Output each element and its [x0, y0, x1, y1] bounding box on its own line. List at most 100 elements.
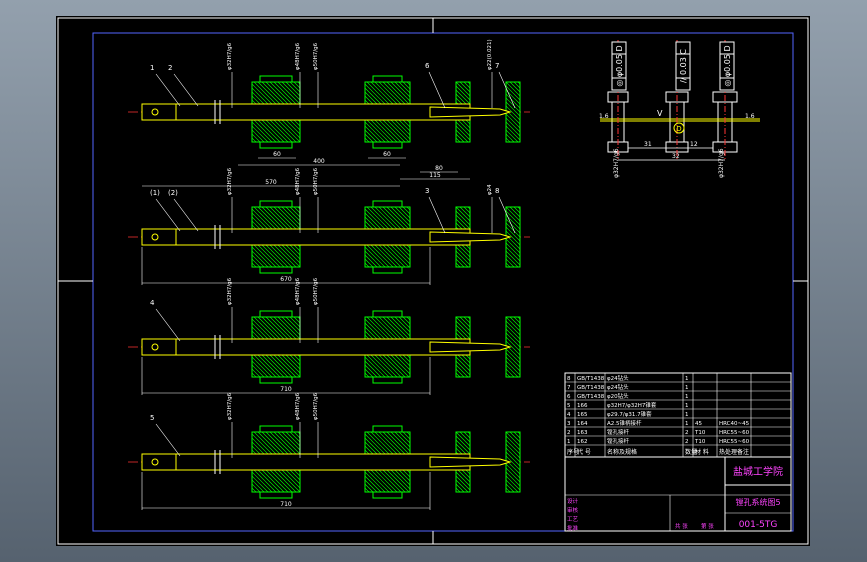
workpiece-plate-2-hatch [505, 328, 521, 344]
housing-lower-1-hatch [265, 244, 289, 268]
workpiece-plate-1-hatch [455, 372, 461, 378]
sign-label-1: 设计 [567, 497, 579, 505]
workpiece-plate-2-hatch [505, 210, 521, 226]
housing-lower-2-hatch [398, 119, 411, 132]
housing-lower-2-hatch [386, 119, 410, 143]
housing-lower-2-hatch [364, 483, 374, 493]
housing-upper-1 [251, 431, 301, 455]
housing-lower-2-hatch [370, 119, 394, 143]
housing-upper-2-hatch [378, 316, 402, 340]
housing-upper-2-hatch [390, 206, 411, 227]
shaft-end-segment [141, 338, 177, 356]
housing-upper-2-hatch [364, 449, 370, 455]
pin-hole [151, 108, 159, 116]
housing-upper-1-hatch [251, 445, 261, 455]
parts-cell: 5 [567, 403, 571, 409]
housing-upper-2-hatch [364, 99, 370, 105]
housing-upper-2-hatch [364, 326, 378, 340]
housing-lower-1-hatch [293, 354, 301, 362]
workpiece-plate-1-hatch [455, 254, 469, 268]
housing-lower-1-hatch [293, 119, 301, 127]
workpiece-plate-2-hatch [505, 475, 521, 491]
housing-upper-2-hatch [386, 316, 410, 340]
housing-lower-1-hatch [273, 119, 297, 143]
workpiece-plate-2-hatch [505, 439, 521, 455]
parts-header-5: 材 料 [695, 448, 709, 456]
workpiece-plate-1-hatch [455, 85, 471, 101]
housing-lower-1 [251, 354, 301, 378]
workpiece-plate-2-hatch [509, 81, 521, 93]
housing-lower-1-hatch [285, 469, 301, 485]
housing-upper-1-hatch [293, 431, 301, 439]
workpiece-plate-2-hatch [505, 336, 521, 352]
shaft-body [141, 103, 471, 121]
housing-upper-1-hatch [251, 322, 269, 340]
housing-lower-1-hatch [251, 121, 273, 143]
housing-upper-1-hatch [251, 224, 257, 230]
housing-lower-1-hatch [277, 469, 301, 493]
housing-lower-2-hatch [394, 244, 411, 261]
dimension-60: 60 [383, 151, 391, 158]
housing-lower-1-hatch [251, 250, 269, 268]
parts-cell: 1 [567, 439, 571, 445]
housing-lower-1-hatch [251, 360, 269, 378]
housing-lower-1-hatch [251, 487, 257, 493]
workpiece-plate-2-hatch [505, 222, 521, 238]
callout-leader [173, 73, 199, 107]
workpiece-plate-1-hatch [467, 81, 471, 85]
drawing-number: 001-5TG [739, 520, 778, 530]
housing-upper-2-hatch [370, 316, 394, 340]
workpiece-plate-1-hatch [455, 320, 471, 336]
workpiece-plate-2-hatch [505, 137, 511, 143]
housing-upper-2-outline [364, 316, 411, 340]
housing-upper-1-hatch [273, 316, 297, 340]
housing-upper-2-hatch [370, 81, 394, 105]
workpiece-plate-1-hatch [455, 360, 471, 376]
housing-upper-1-hatch [269, 81, 293, 105]
flange-upper [259, 425, 293, 433]
housing-lower-2-hatch [402, 244, 411, 253]
housing-lower-1-hatch [265, 354, 289, 378]
housing-upper-1-hatch [297, 206, 301, 210]
housing-upper-1-hatch [281, 316, 301, 336]
cutting-tool [429, 341, 512, 353]
housing-lower-1-hatch [251, 479, 265, 493]
housing-lower-1-hatch [251, 356, 273, 378]
detail-dim-2: 1.6 [745, 113, 755, 120]
housing-lower-1-hatch [251, 137, 257, 143]
workpiece-plate-2-hatch [505, 435, 521, 451]
housing-lower-2-hatch [364, 479, 378, 493]
housing-upper-2 [364, 316, 411, 340]
callout-7: 7 [495, 62, 499, 70]
housing-upper-2-hatch [366, 81, 390, 105]
housing-upper-2-hatch [364, 437, 382, 455]
housing-upper-2-hatch [374, 81, 398, 105]
housing-lower-2-hatch [390, 244, 411, 265]
symbol-v: V [657, 109, 663, 118]
workpiece-plate-2-hatch [505, 121, 521, 137]
workpiece-plate-2-hatch [505, 93, 521, 109]
housing-lower-1-hatch [281, 119, 301, 139]
housing-lower-1-hatch [289, 119, 301, 131]
callout-(2): (2) [168, 189, 178, 197]
workpiece-plate-2-hatch [505, 316, 521, 332]
housing-lower-1-hatch [251, 475, 269, 493]
housing-lower-1-hatch [285, 119, 301, 135]
parts-cell: 1 [685, 421, 689, 427]
workpiece-plate-1-hatch [455, 475, 471, 491]
housing-upper-2-hatch [402, 431, 411, 440]
workpiece-plate-1-hatch [455, 364, 469, 378]
housing-lower-2-hatch [398, 354, 411, 367]
housing-upper-2-outline [364, 206, 411, 230]
housing-upper-2-hatch [364, 445, 374, 455]
callout-leader [428, 196, 446, 234]
housing-upper-2-hatch [364, 441, 378, 455]
parts-cell: 1 [685, 376, 689, 382]
housing-upper-1-hatch [251, 87, 269, 105]
fit-label-1: φ32H7/g6 [227, 392, 233, 420]
drawing-name: 镗孔系统图5 [735, 497, 780, 507]
flange-upper [372, 310, 403, 318]
parts-header-1: 序号 [567, 448, 579, 456]
